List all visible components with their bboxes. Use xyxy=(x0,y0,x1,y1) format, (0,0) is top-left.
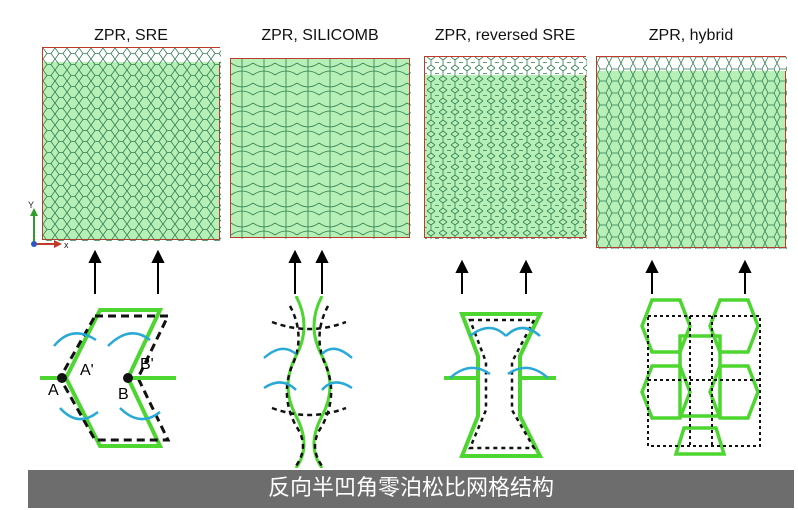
panel-title-silicomb: ZPR, SILICOMB xyxy=(261,27,379,44)
sre-lattice-pattern xyxy=(43,48,221,241)
lattice-panel-silicomb xyxy=(230,58,411,239)
panel-title-hybrid: ZPR, hybrid xyxy=(648,27,734,44)
reversed-sre-unit-cell xyxy=(444,312,556,458)
load-arrows xyxy=(88,250,752,294)
reversed-sre-lattice-pattern xyxy=(425,57,587,239)
label-b: B xyxy=(118,386,129,403)
label-a-prime: A' xyxy=(80,362,94,379)
label-a: A xyxy=(48,382,59,399)
hybrid-unit-cell xyxy=(640,298,761,456)
silicomb-lattice-pattern xyxy=(231,59,411,239)
hybrid-lattice-pattern xyxy=(597,57,787,249)
lattice-panel-hybrid xyxy=(596,56,787,249)
caption-bar: 反向半凹角零泊松比网格结构 xyxy=(28,470,794,508)
sre-unit-cell xyxy=(40,308,176,448)
label-b-prime: B' xyxy=(140,356,154,373)
axis-y-label: Y xyxy=(28,200,35,210)
lattice-panel-sre xyxy=(42,47,221,241)
axis-x-label: x xyxy=(64,240,69,250)
axis-indicator xyxy=(30,208,62,248)
unit-cell-diagrams xyxy=(40,296,761,468)
lattice-panel-reversed-sre xyxy=(424,56,587,239)
silicomb-unit-cell xyxy=(263,296,353,468)
panel-title-sre: ZPR, SRE xyxy=(94,27,168,44)
panel-title-reversed-sre: ZPR, reversed SRE xyxy=(434,27,576,44)
